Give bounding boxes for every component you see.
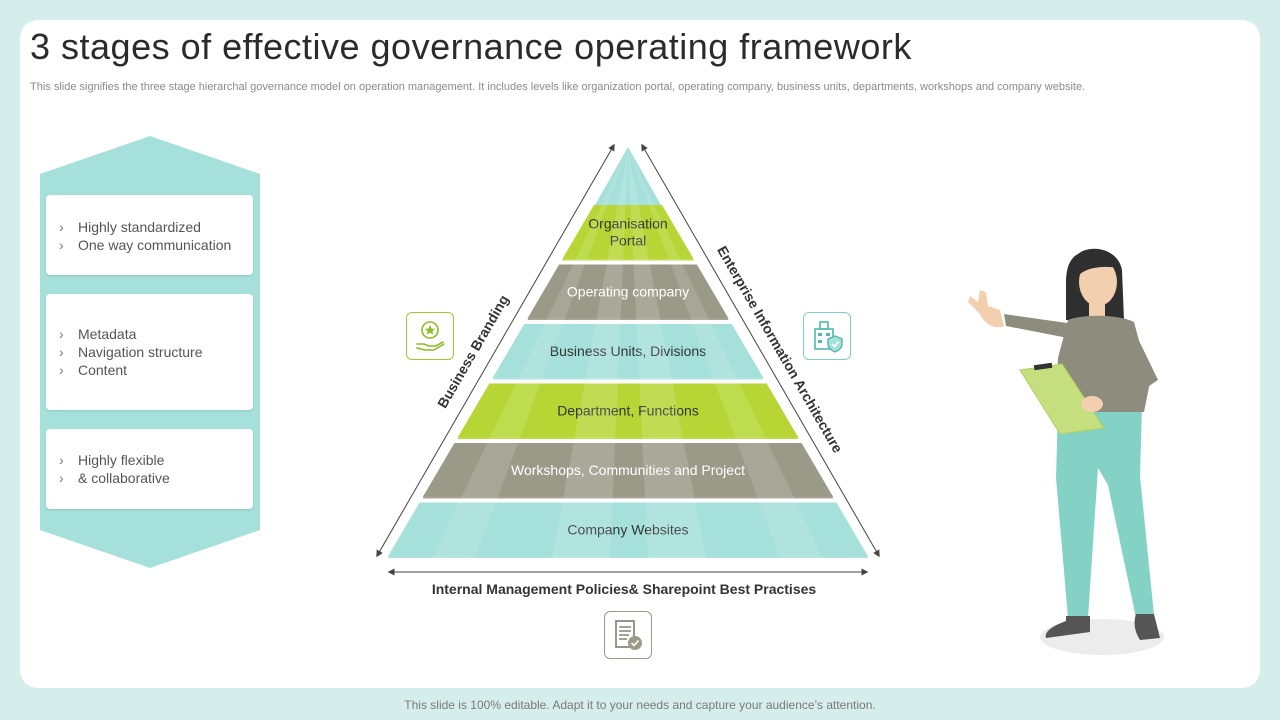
pyramid-level-label: Business Units, Divisions — [550, 343, 706, 359]
building-shield-icon — [803, 312, 851, 360]
bottom-label: Internal Management Policies& Sharepoint… — [432, 581, 817, 597]
page-title: 3 stages of effective governance operati… — [30, 26, 912, 67]
stage-box-3: Highly flexible & collaborative — [46, 429, 253, 509]
page-subtitle: This slide signifies the three stage hie… — [30, 81, 1086, 93]
pyramid-level-label: Workshops, Communities and Project — [511, 462, 745, 478]
document-check-icon — [604, 611, 652, 659]
stage-2-item: Navigation structure — [46, 343, 253, 361]
stage-box-2: Metadata Navigation structure Content — [46, 294, 253, 410]
left-side-arrow — [376, 143, 615, 558]
footer-note: This slide is 100% editable. Adapt it to… — [404, 698, 876, 712]
pyramid-apex — [595, 147, 661, 205]
right-side-arrow — [641, 143, 880, 558]
pyramid-level-label: Operating company — [567, 283, 689, 299]
stage-2-item: Content — [46, 361, 253, 379]
stage-box-1: Highly standardized One way communicatio… — [46, 195, 253, 275]
hand-star-icon — [406, 312, 454, 360]
stage-1-item: One way communication — [46, 236, 253, 254]
stage-3-item: & collaborative — [46, 469, 253, 487]
stage-1-item: Highly standardized — [46, 218, 253, 236]
stage-3-item: Highly flexible — [46, 451, 253, 469]
stage-2-item: Metadata — [46, 325, 253, 343]
presenter-illustration — [968, 248, 1164, 655]
